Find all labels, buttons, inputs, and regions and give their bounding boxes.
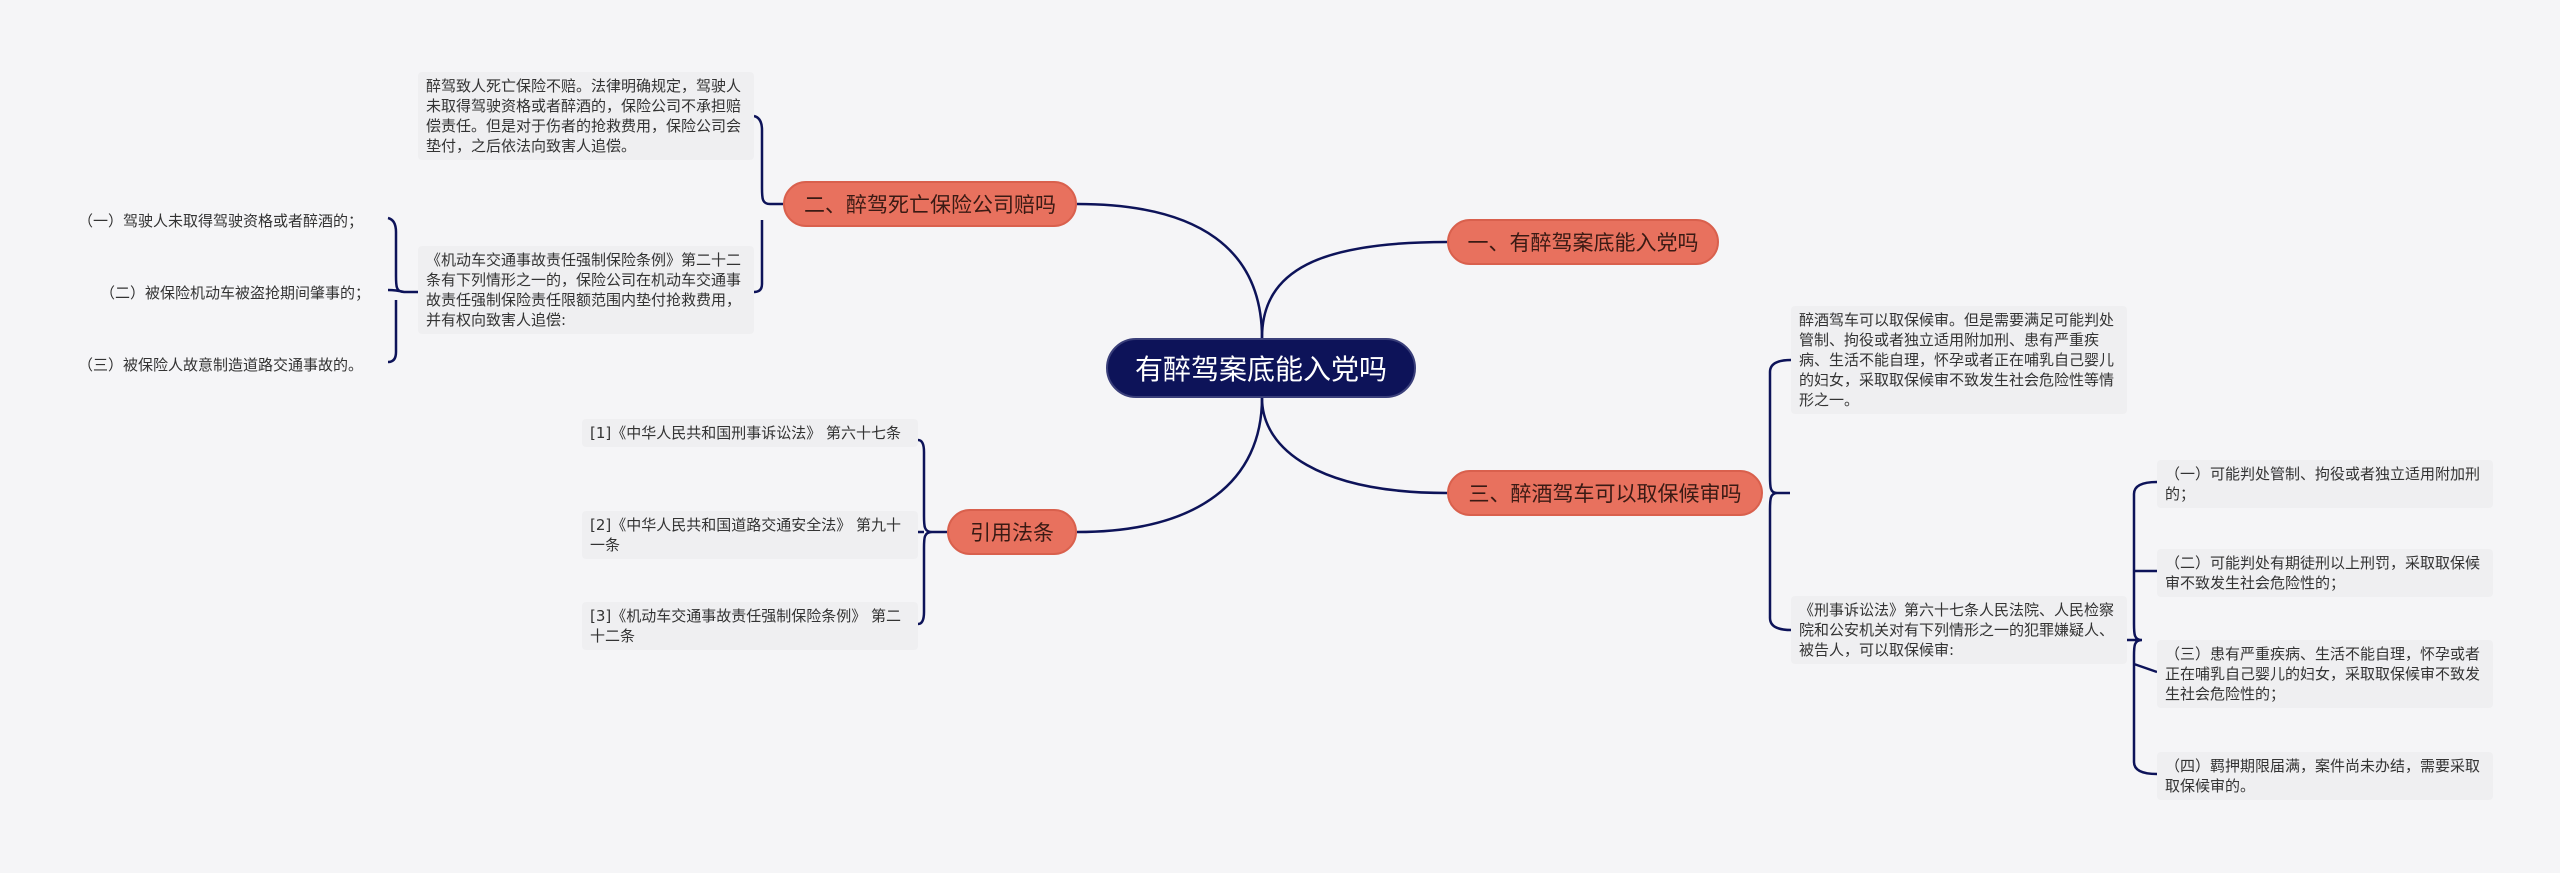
leaf-b3-2-bracket bbox=[2127, 480, 2158, 776]
leaf-b3-2[interactable]: 《刑事诉讼法》第六十七条人民法院、人民检察院和公安机关对有下列情形之一的犯罪嫌疑… bbox=[1791, 596, 2127, 664]
leaf-b2-2-3[interactable]: （三）被保险人故意制造道路交通事故的。 bbox=[78, 356, 364, 374]
leaf-b2-2-2[interactable]: （二）被保险机动车被盗抢期间肇事的； bbox=[100, 284, 371, 302]
leaf-b4-2[interactable]: [2]《中华人民共和国道路交通安全法》 第九十一条 bbox=[582, 511, 918, 559]
leaf-b3-2-2[interactable]: （二）可能判处有期徒刑以上刑罚，采取取保候审不致发生社会危险性的； bbox=[2157, 549, 2493, 597]
root-to-branch-2 bbox=[1076, 202, 1264, 339]
leaf-b2-1[interactable]: 醉驾致人死亡保险不赔。法律明确规定，驾驶人未取得驾驶资格或者醉酒的，保险公司不承… bbox=[418, 72, 754, 160]
branch-topic-2[interactable]: 二、醉驾死亡保险公司赔吗 bbox=[783, 181, 1077, 227]
root-topic[interactable]: 有醉驾案底能入党吗 bbox=[1106, 338, 1416, 398]
leaf-b2-2[interactable]: 《机动车交通事故责任强制保险条例》第二十二条有下列情形之一的，保险公司在机动车交… bbox=[418, 246, 754, 334]
root-to-branch-3 bbox=[1260, 397, 1448, 495]
leaf-b4-1[interactable]: [1]《中华人民共和国刑事诉讼法》 第六十七条 bbox=[582, 419, 918, 447]
leaf-b3-2-4[interactable]: （四）羁押期限届满，案件尚未办结，需要采取取保候审的。 bbox=[2157, 752, 2493, 800]
leaf-b2-2-bracket bbox=[387, 216, 418, 364]
leaf-b2-2-1[interactable]: （一）驾驶人未取得驾驶资格或者醉酒的； bbox=[78, 212, 364, 230]
branch-2-bracket bbox=[753, 114, 783, 294]
root-to-branch-1 bbox=[1260, 240, 1448, 339]
leaf-b3-2-3[interactable]: （三）患有严重疾病、生活不能自理，怀孕或者正在哺乳自己婴儿的妇女，采取取保候审不… bbox=[2157, 640, 2493, 708]
branch-4-bracket bbox=[917, 438, 947, 626]
leaf-b4-3[interactable]: [3]《机动车交通事故责任强制保险条例》 第二十二条 bbox=[582, 602, 918, 650]
leaf-b3-1[interactable]: 醉酒驾车可以取保候审。但是需要满足可能判处管制、拘役或者独立适用附加刑、患有严重… bbox=[1791, 306, 2127, 414]
root-to-branch-4 bbox=[1076, 397, 1264, 534]
branch-3-bracket bbox=[1768, 358, 1792, 632]
leaf-b3-2-1[interactable]: （一）可能判处管制、拘役或者独立适用附加刑的； bbox=[2157, 460, 2493, 508]
branch-topic-1[interactable]: 一、有醉驾案底能入党吗 bbox=[1447, 219, 1719, 265]
branch-topic-4[interactable]: 引用法条 bbox=[947, 509, 1077, 555]
branch-topic-3[interactable]: 三、醉酒驾车可以取保候审吗 bbox=[1447, 470, 1763, 516]
